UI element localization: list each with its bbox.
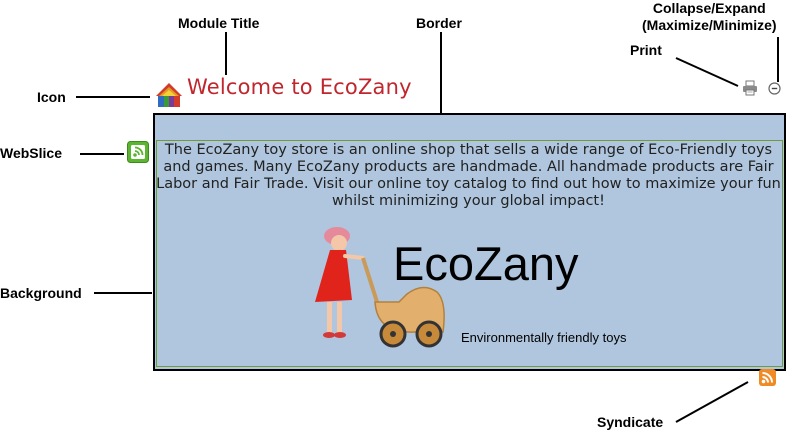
callout-collapse-line1: Collapse/Expand [652, 0, 766, 16]
callout-syndicate: Syndicate [597, 414, 664, 430]
module-border [153, 113, 786, 371]
brand-name: EcoZany [393, 237, 579, 290]
module-title: Welcome to EcoZany [187, 75, 412, 99]
callout-collapse-expand: Collapse/Expand (Maximize/Minimize) [642, 0, 777, 34]
webslice-icon[interactable] [127, 141, 149, 163]
printer-icon[interactable] [742, 80, 758, 96]
module-inner-frame [156, 140, 783, 367]
callout-module-title: Module Title [178, 15, 260, 31]
callout-webslice: WebSlice [0, 145, 62, 161]
child-with-toy-pram-image [315, 227, 445, 348]
callout-background: Background [0, 285, 82, 301]
brand-tagline: Environmentally friendly toys [461, 330, 627, 345]
module-description: The EcoZany toy store is an online shop … [156, 142, 781, 209]
callout-collapse-line2: (Maximize/Minimize) [642, 17, 777, 33]
minus-circle-icon[interactable] [768, 82, 781, 95]
callout-border: Border [416, 15, 462, 31]
callout-print: Print [630, 42, 662, 58]
toy-house-icon [156, 83, 182, 107]
callout-icon: Icon [37, 89, 66, 105]
rss-icon[interactable] [759, 369, 776, 386]
